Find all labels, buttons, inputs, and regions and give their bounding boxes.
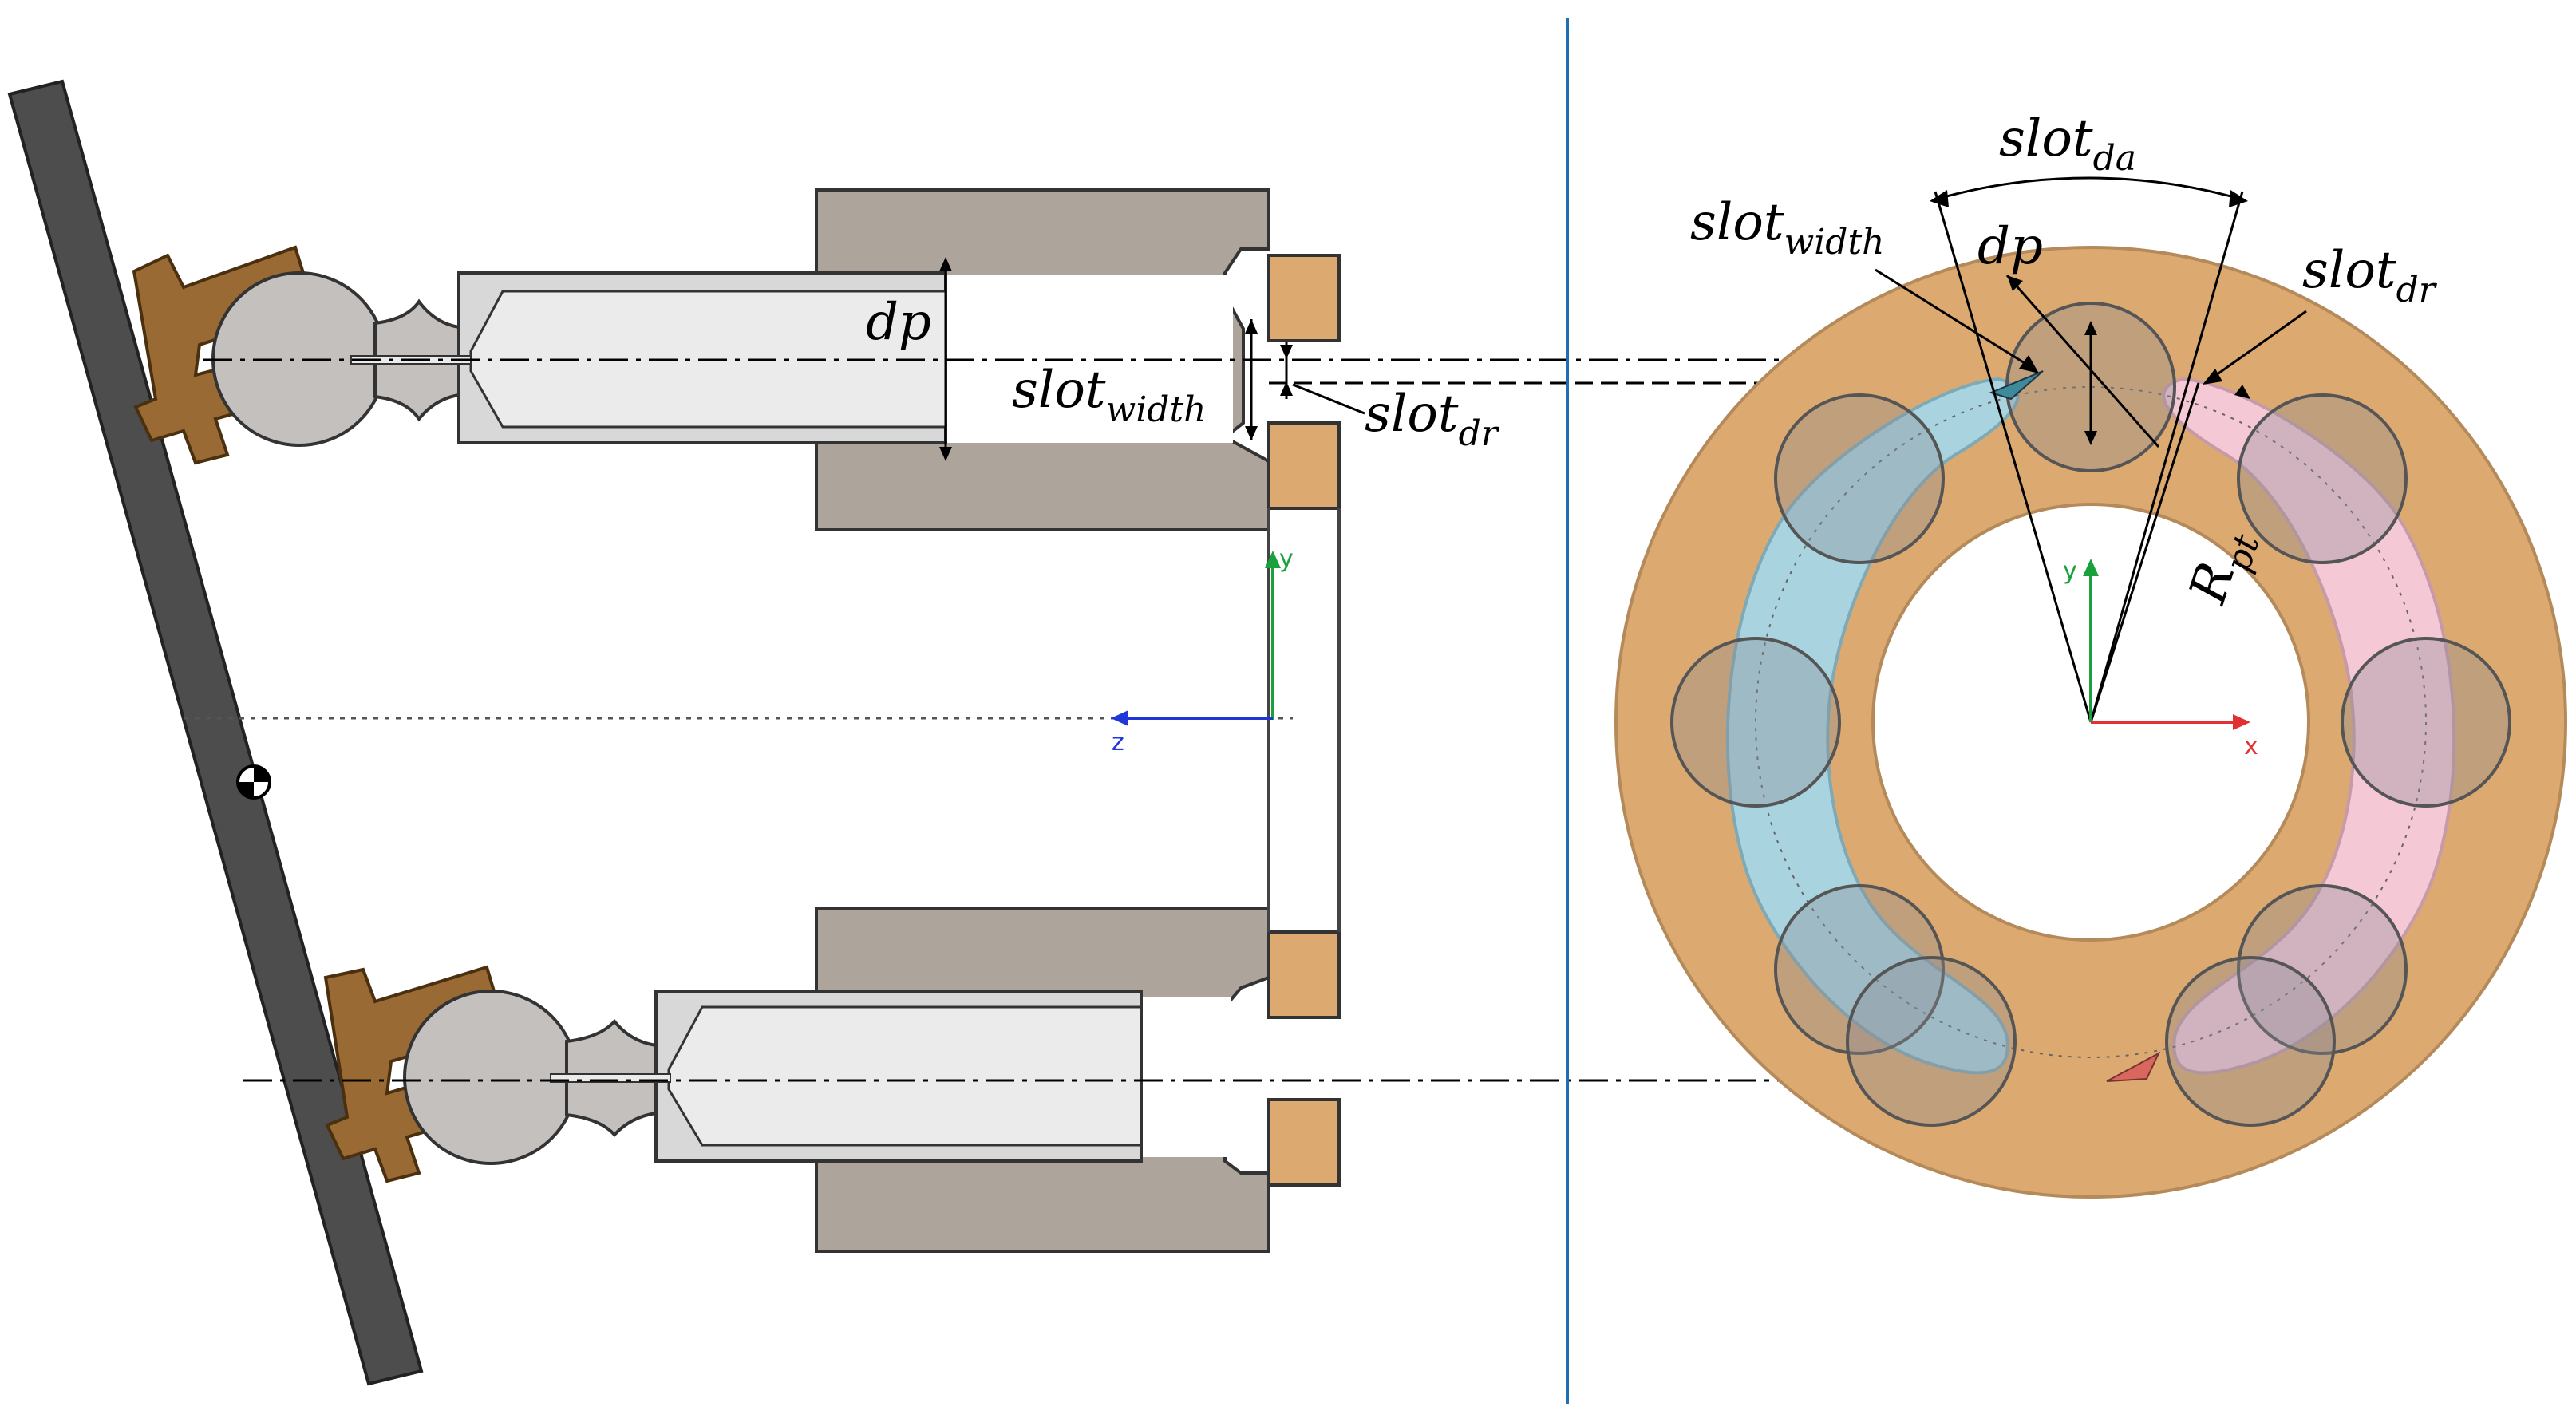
slot-dr-label-left: slotdr (1365, 385, 1500, 454)
piston-bore-10 (1846, 956, 2017, 1127)
piston-bore-4 (2237, 884, 2408, 1055)
dp-label-right: dp (1977, 217, 2043, 276)
dp-label-left: dp (866, 293, 931, 352)
pitch-circle (1755, 386, 2427, 1058)
slot-width-label-left: slotwidth (1012, 361, 1206, 430)
dp-dimension-right: dp (1977, 217, 2160, 448)
lower-bore-void (1141, 997, 1231, 1157)
kidney-port-pink-shape (2162, 377, 2456, 1075)
slot-dr-dimension-right: slotdr (2203, 241, 2438, 399)
valve-plate-front-view: slotda slotwidth dp slotdr Rpt (1614, 109, 2567, 1199)
slot-width-dimension-right: slotwidth (1690, 193, 2039, 373)
axis-x-label-right: x (2244, 733, 2258, 760)
axis-z-label-left: z (1112, 729, 1124, 756)
slot-tip-upper (1989, 370, 2044, 401)
swash-plate (7, 79, 424, 1386)
kidney-port-blue-shape (1725, 377, 2020, 1075)
piston-bore-9 (2165, 956, 2336, 1127)
slot-tip-lower (2106, 1051, 2161, 1082)
swash-center-mark (236, 764, 271, 800)
piston-bore-3 (2341, 637, 2511, 808)
lower-piston-channel (550, 1073, 671, 1083)
upper-valve-block-top (1267, 254, 1341, 342)
slot-da-label: slotda (1999, 109, 2136, 179)
piston-bores (1670, 302, 2511, 1127)
piston-bore-8 (1774, 393, 1945, 564)
coordinate-axes-right: y x (2063, 557, 2258, 760)
coordinate-axes-left: y z (1111, 545, 1294, 756)
piston-bore-7 (1670, 637, 1841, 808)
axis-y-label-left: y (1279, 545, 1294, 573)
slot-width-label-right: slotwidth (1690, 193, 1884, 263)
upper-piston-assembly (132, 188, 1341, 531)
slot-dr-dimension-left: slotdr (1280, 342, 1500, 454)
lower-valve-block-top (1267, 930, 1341, 1019)
slot-width-dimension-left: slotwidth (1012, 319, 1258, 440)
dp-dimension-left: dp (866, 257, 952, 461)
lower-piston-bore (667, 1005, 1143, 1147)
upper-valve-block-bottom (1267, 421, 1341, 510)
lower-valve-block-bottom (1267, 1098, 1341, 1187)
radial-construction-lines (1934, 191, 2244, 723)
side-section-view: dp slotwidth slotdr y z (7, 79, 2107, 1386)
axis-y-label-right: y (2063, 557, 2077, 585)
piston-bore-2 (2237, 393, 2408, 564)
piston-bore-6 (1774, 884, 1945, 1055)
slot-dr-label-right: slotdr (2302, 241, 2438, 310)
slot-da-dimension: slotda (1930, 109, 2248, 207)
valve-plate-outline (1267, 508, 1341, 932)
